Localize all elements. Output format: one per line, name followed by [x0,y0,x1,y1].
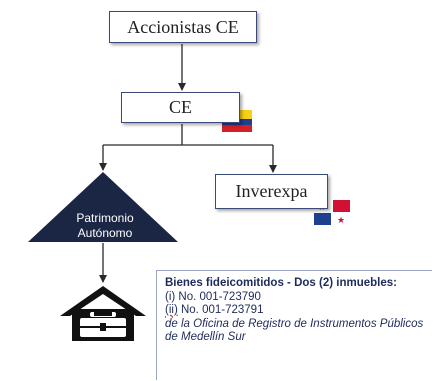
inverexpa-label: Inverexpa [235,181,308,201]
asset-item-1-prefix: (i) [165,290,176,303]
shareholders-label: Accionistas CE [127,16,239,37]
ce-label: CE [168,97,192,117]
asset-item-1: (i) No. 001-723790 [165,291,426,305]
asset-item-2-prefix: (ii) [165,304,178,316]
asset-item-2: (ii) No. 001-723791 [165,304,426,318]
assets-title: Bienes fideicomitidos - Dos (2) inmueble… [165,277,397,289]
trust-label: Patrimonio Autónomo [52,211,158,241]
svg-text:★: ★ [337,216,345,226]
trust-label-line1: Patrimonio [76,211,134,225]
assets-info-box: Bienes fideicomitidos - Dos (2) inmueble… [156,270,432,380]
asset-item-1-text: No. 001-723790 [175,290,261,303]
shareholders-box: Accionistas CE [109,11,257,43]
trust-triangle [28,172,178,242]
trust-label-line2: Autónomo [77,226,133,240]
asset-item-2-text: No. 001-723791 [177,304,264,316]
registry-source: de la Oficina de Registro de Instrumento… [165,317,424,344]
house-briefcase-icon [60,286,146,341]
ce-box: CE [121,92,240,123]
inverexpa-box: Inverexpa [215,174,328,209]
